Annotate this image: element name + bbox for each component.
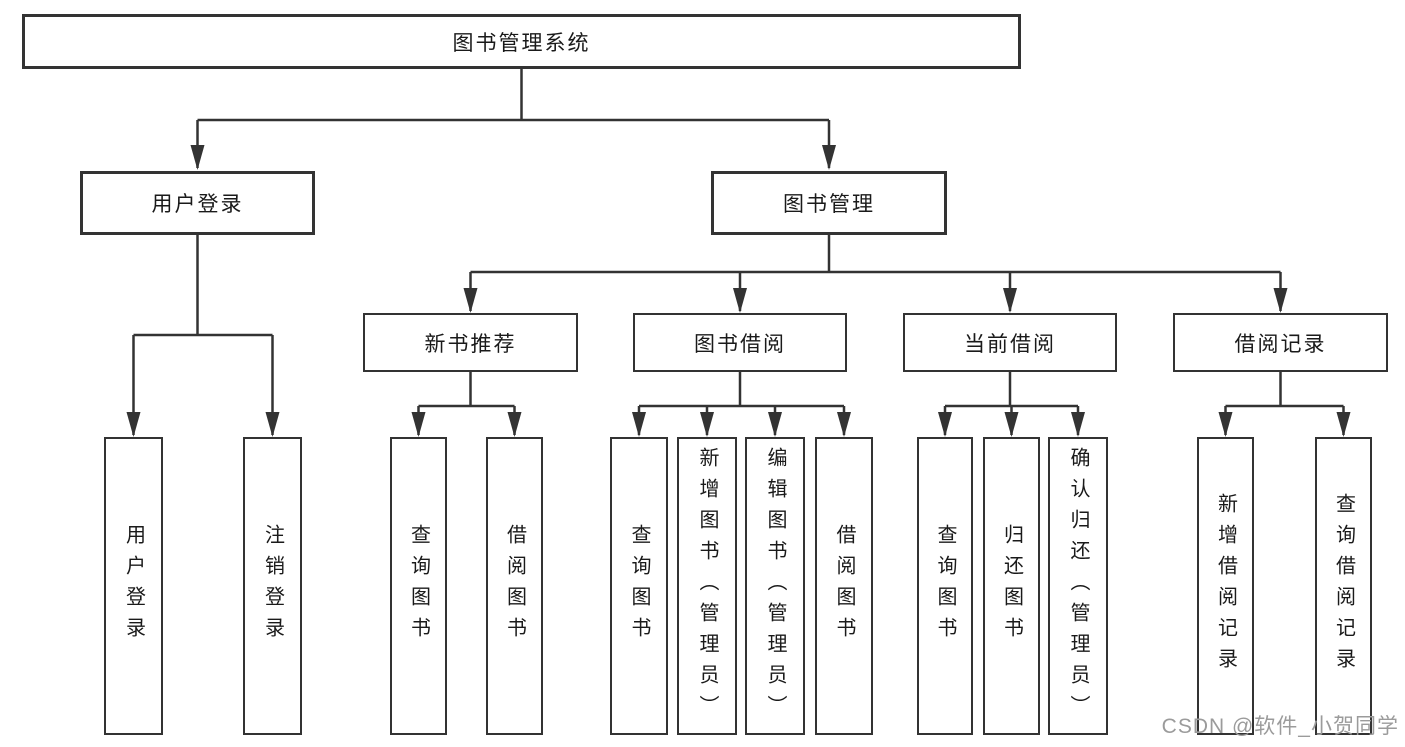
node-current-borrowing: 当前借阅 [903, 313, 1117, 372]
leaf-br-add-record: 新增借阅记录 [1197, 437, 1254, 735]
leaf-nb-borrow-books: 借阅图书 [486, 437, 543, 735]
node-book-borrowing: 图书借阅 [633, 313, 847, 372]
node-book-management: 图书管理 [711, 171, 947, 235]
leaf-nb-query-books: 查询图书 [390, 437, 447, 735]
leaf-bb-query-books: 查询图书 [610, 437, 668, 735]
leaf-logout: 注销登录 [243, 437, 302, 735]
leaf-cb-query-books: 查询图书 [917, 437, 973, 735]
leaf-br-query-record: 查询借阅记录 [1315, 437, 1372, 735]
node-root-system: 图书管理系统 [22, 14, 1021, 69]
node-borrowing-records: 借阅记录 [1173, 313, 1388, 372]
node-new-book-recommend: 新书推荐 [363, 313, 578, 372]
leaf-bb-add-books-admin: 新增图书（管理员） [677, 437, 737, 735]
leaf-cb-confirm-return-admin: 确认归还（管理员） [1048, 437, 1108, 735]
leaf-user-login: 用户登录 [104, 437, 163, 735]
leaf-cb-return-books: 归还图书 [983, 437, 1040, 735]
node-user-login: 用户登录 [80, 171, 315, 235]
csdn-watermark: CSDN @软件_小贺同学 [1161, 715, 1399, 738]
leaf-bb-borrow-books: 借阅图书 [815, 437, 873, 735]
leaf-bb-edit-books-admin: 编辑图书（管理员） [745, 437, 805, 735]
